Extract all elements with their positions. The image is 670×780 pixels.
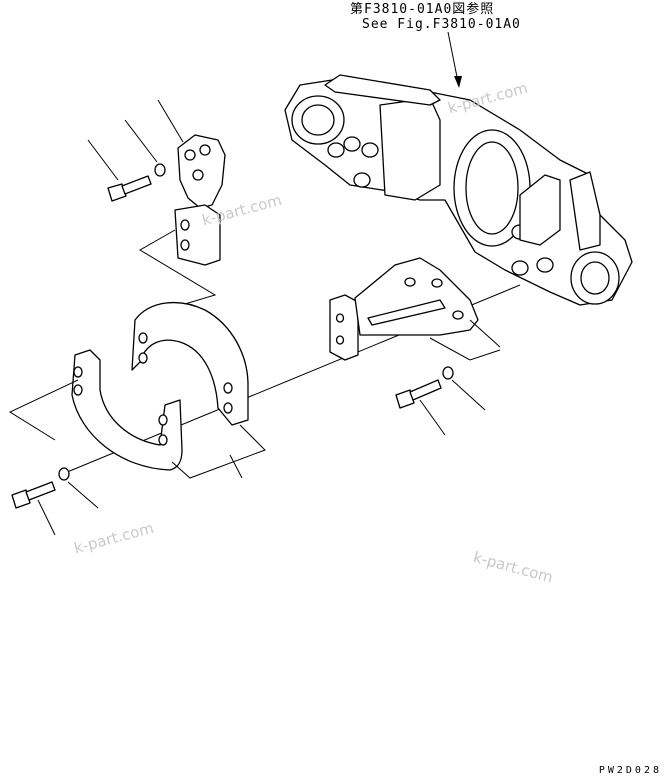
leader-right-washer <box>451 379 486 411</box>
leader-right-plate <box>429 337 501 361</box>
leader-clamp-left <box>8 379 79 441</box>
leader-lower-washer <box>67 481 99 509</box>
leader-lower-bolt <box>37 499 56 536</box>
leader-upper-washer <box>124 119 158 163</box>
half-ring-clamp-part <box>71 301 249 471</box>
main-housing-part <box>284 74 633 306</box>
reference-leader-arrow <box>447 31 462 88</box>
leader-upper-bracket <box>157 99 184 143</box>
leader-clamp-ref <box>229 454 243 479</box>
leader-clamp-bottom <box>171 424 266 479</box>
drawing-code: PW2D028 <box>598 765 662 776</box>
right-bolt-part <box>395 379 442 409</box>
lower-washer-part <box>58 467 70 481</box>
lower-bolt-part <box>11 481 56 509</box>
leader-upper-bolt <box>87 139 119 181</box>
right-bracket-plate-part <box>354 257 479 336</box>
right-block-part <box>329 294 359 361</box>
upper-washer-part <box>154 163 166 177</box>
figure-reference-jp: 第F3810-01A0図参照 <box>350 2 495 17</box>
leader-right-plate-2 <box>469 319 501 348</box>
figure-reference-en: See Fig.F3810-01A0 <box>362 17 521 32</box>
upper-bolt-part <box>107 175 152 202</box>
upper-bracket-part <box>174 134 226 266</box>
right-washer-part <box>442 366 454 380</box>
leader-right-bolt <box>419 399 446 436</box>
leader-bracket-group <box>139 229 217 311</box>
